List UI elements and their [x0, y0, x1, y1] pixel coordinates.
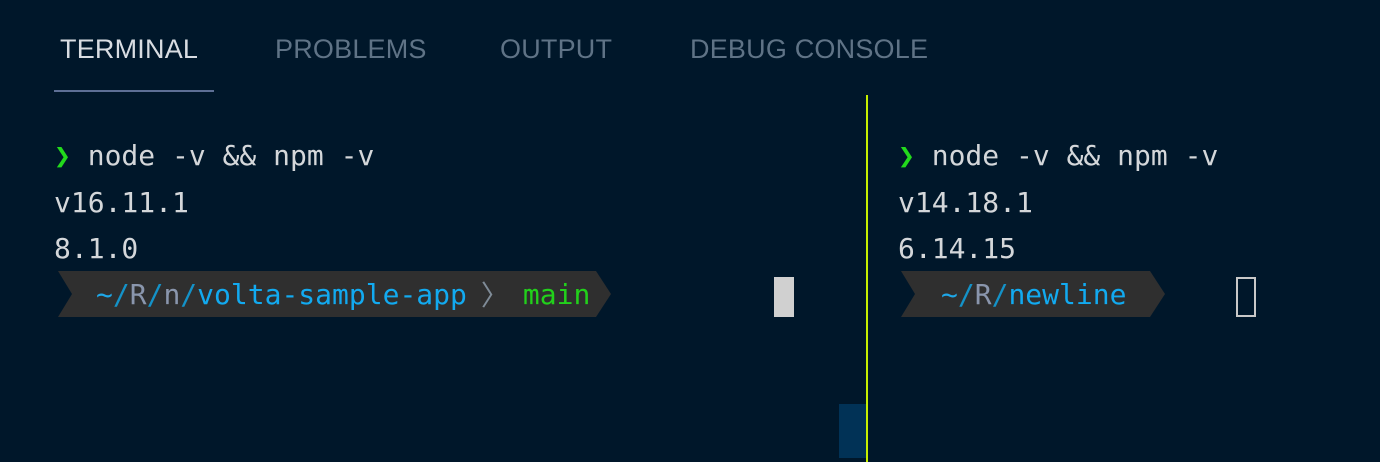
path-slash: /: [180, 277, 198, 311]
powerline-head: [596, 271, 612, 317]
powerline-prompt: ~/R/n/volta-sample-app〉main: [58, 271, 612, 317]
tab-terminal[interactable]: TERMINAL: [60, 34, 199, 64]
path-segment: R: [129, 277, 147, 311]
scrollbar-thumb[interactable]: [839, 404, 866, 458]
tab-problems[interactable]: PROBLEMS: [275, 34, 427, 64]
prompt-chevron-icon: ❯: [54, 139, 71, 172]
powerline-body: ~/R/newline: [915, 271, 1151, 317]
terminal-cursor: [1236, 277, 1256, 317]
tab-debug-console[interactable]: DEBUG CONSOLE: [690, 34, 929, 64]
terminal-cursor: [774, 277, 794, 317]
command-line: ❯ node -v && npm -v: [898, 136, 1218, 176]
output-line: v16.11.1: [54, 186, 189, 219]
split-pane-divider[interactable]: [866, 95, 868, 462]
terminal-pane-left[interactable]: ❯ node -v && npm -v v16.11.1 8.1.0 ~/R/n…: [0, 94, 866, 462]
path-slash: /: [112, 277, 130, 311]
output-line: 6.14.15: [898, 232, 1017, 265]
output-line: 8.1.0: [54, 232, 139, 265]
path-slash: /: [146, 277, 164, 311]
command-text: node -v && npm -v: [931, 139, 1219, 172]
path-current-dir: volta-sample-app: [197, 277, 467, 311]
path-segment: R: [974, 277, 992, 311]
path-current-dir: newline: [1008, 277, 1127, 311]
powerline-body: ~/R/n/volta-sample-app〉main: [72, 271, 597, 317]
output-line: v14.18.1: [898, 186, 1033, 219]
path-slash: /: [957, 277, 975, 311]
command-text: node -v && npm -v: [87, 139, 375, 172]
tab-output[interactable]: OUTPUT: [500, 34, 613, 64]
powerline-prompt: ~/R/newline: [901, 271, 1166, 317]
powerline-tail: [58, 271, 72, 317]
active-tab-indicator: [54, 90, 214, 92]
powerline-head: [1150, 271, 1166, 317]
panel-tab-bar: TERMINAL PROBLEMS OUTPUT DEBUG CONSOLE: [0, 0, 1380, 94]
path-tilde: ~: [941, 277, 958, 311]
command-line: ❯ node -v && npm -v: [54, 136, 374, 176]
terminal-pane-right[interactable]: ❯ node -v && npm -v v14.18.1 6.14.15 ~/R…: [868, 94, 1380, 462]
powerline-tail: [901, 271, 915, 317]
path-slash: /: [991, 277, 1009, 311]
prompt-chevron-icon: ❯: [898, 139, 915, 172]
powerline-separator-icon: 〉: [480, 279, 509, 312]
path-segment: n: [163, 277, 181, 311]
git-branch: main: [522, 277, 591, 311]
path-tilde: ~: [96, 277, 113, 311]
